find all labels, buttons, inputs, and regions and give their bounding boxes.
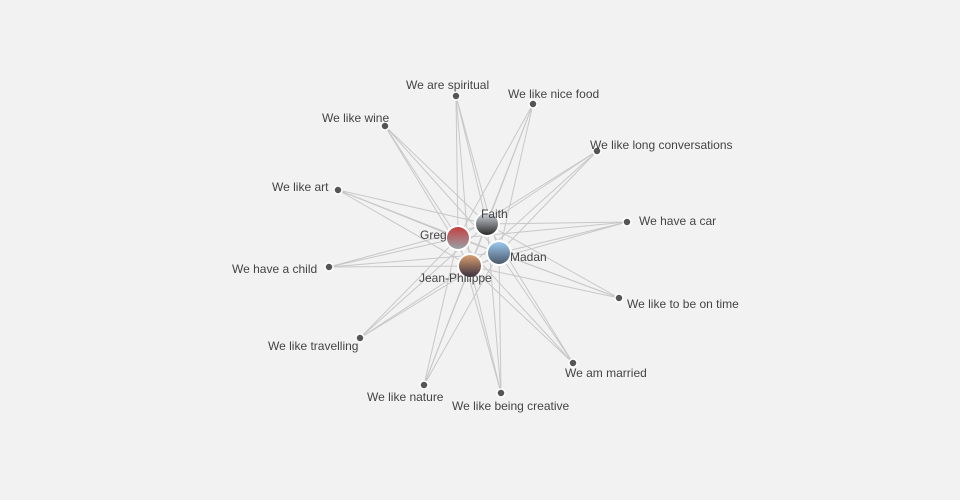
interest-dot[interactable] (380, 121, 390, 131)
avatar[interactable] (476, 213, 498, 235)
link-greg-child (328, 237, 459, 268)
link-layer (328, 95, 628, 394)
link-faith-long-conversations (486, 150, 598, 225)
interest-node-art[interactable]: We like art (272, 180, 343, 195)
link-jean-philippe-art (337, 189, 471, 267)
interest-dot[interactable] (496, 388, 506, 398)
link-greg-wine (384, 125, 459, 239)
interest-dot[interactable] (324, 262, 334, 272)
link-madan-long-conversations (498, 150, 598, 254)
link-jean-philippe-creative (469, 265, 502, 394)
interest-node-nice-food[interactable]: We like nice food (508, 87, 599, 109)
interest-node-layer: We are spiritual We like nice food We like… (232, 78, 739, 413)
interest-dot[interactable] (614, 293, 624, 303)
link-faith-on-time (486, 223, 620, 299)
interest-label: We have a car (639, 214, 716, 228)
avatar[interactable] (459, 255, 481, 277)
link-madan-on-time (498, 252, 620, 299)
link-faith-spiritual (455, 95, 488, 225)
link-jean-philippe-married (469, 265, 574, 364)
link-greg-travelling (359, 237, 459, 339)
interest-dot[interactable] (592, 146, 602, 156)
link-jean-philippe-travelling (359, 265, 471, 339)
interest-dot[interactable] (419, 380, 429, 390)
link-jean-philippe-nature (423, 265, 471, 386)
link-madan-married (498, 252, 574, 364)
link-madan-nice-food (498, 103, 534, 254)
link-jean-philippe-on-time (469, 265, 620, 299)
interest-node-married[interactable]: We am married (565, 358, 647, 380)
interest-node-child[interactable]: We have a child (232, 262, 334, 276)
interest-dot[interactable] (528, 99, 538, 109)
interest-label: We have a child (232, 262, 317, 276)
link-madan-creative (498, 252, 502, 394)
interest-label: We like long conversations (590, 138, 733, 152)
interest-label: We like travelling (268, 339, 358, 353)
interest-dot[interactable] (333, 185, 343, 195)
link-greg-nature (423, 237, 459, 386)
person-node-jean-philippe[interactable]: Jean-Philippe (419, 253, 492, 285)
interest-label: We like to be on time (627, 297, 739, 311)
interest-node-spiritual[interactable]: We are spiritual (406, 78, 489, 101)
interest-dot[interactable] (355, 333, 365, 343)
interest-node-nature[interactable]: We like nature (367, 380, 444, 404)
interest-label: We like nice food (508, 87, 599, 101)
link-madan-art (337, 189, 500, 254)
person-label: Greg (420, 228, 447, 242)
link-jean-philippe-nice-food (469, 103, 534, 267)
link-madan-nature (423, 252, 500, 386)
person-label: Madan (510, 250, 547, 264)
link-faith-art (337, 189, 488, 225)
interest-node-long-conversations[interactable]: We like long conversations (590, 138, 733, 156)
interest-node-creative[interactable]: We like being creative (452, 388, 569, 413)
link-jean-philippe-child (328, 265, 471, 268)
interest-node-travelling[interactable]: We like travelling (268, 333, 365, 353)
interest-dot[interactable] (568, 358, 578, 368)
link-greg-spiritual (455, 95, 459, 239)
avatar[interactable] (488, 242, 510, 264)
interest-dot[interactable] (622, 217, 632, 227)
link-greg-nice-food (457, 103, 534, 239)
link-faith-car (486, 221, 628, 225)
interest-label: We am married (565, 366, 647, 380)
interest-node-car[interactable]: We have a car (622, 214, 716, 228)
interest-label: We like art (272, 180, 329, 194)
person-node-greg[interactable]: Greg (420, 225, 471, 251)
interest-label: We like being creative (452, 399, 569, 413)
interest-dot[interactable] (451, 91, 461, 101)
interest-node-wine[interactable]: We like wine (322, 111, 390, 131)
link-faith-wine (384, 125, 488, 225)
person-node-madan[interactable]: Madan (486, 240, 547, 266)
interest-label: We like nature (367, 390, 444, 404)
interest-label: We are spiritual (406, 78, 489, 92)
interest-label: We like wine (322, 111, 389, 125)
interest-node-on-time[interactable]: We like to be on time (614, 293, 739, 311)
link-madan-car (498, 221, 628, 254)
person-node-faith[interactable]: Faith (474, 207, 508, 237)
avatar[interactable] (447, 227, 469, 249)
person-label: Faith (481, 207, 508, 221)
person-label: Jean-Philippe (419, 271, 492, 285)
